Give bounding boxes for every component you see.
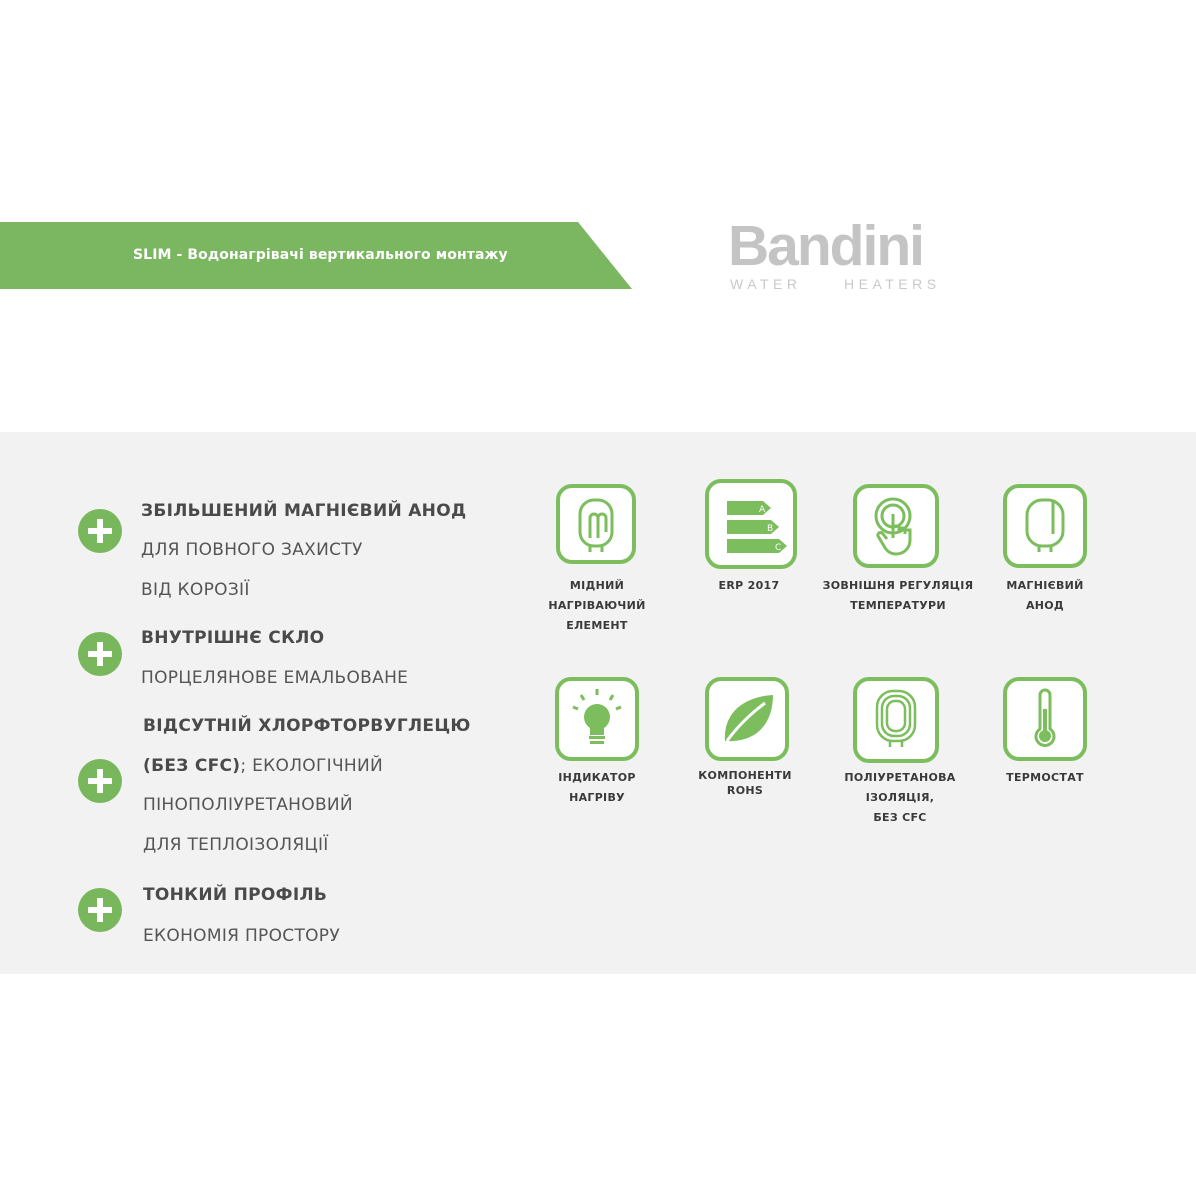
feature-1-line: ВІД КОРОЗІЇ xyxy=(141,580,250,600)
icon-caption: ЗОВНІШНЯ РЕГУЛЯЦІЯ ТЕМПЕРАТУРИ xyxy=(822,579,974,612)
anode-icon xyxy=(1003,484,1087,568)
feature-3-cfc: (БЕЗ CFC) xyxy=(143,756,241,776)
icon-caption: ERP 2017 xyxy=(718,579,780,592)
plus-icon xyxy=(78,509,122,553)
feature-4-line: ЕКОНОМІЯ ПРОСТОРУ xyxy=(143,926,341,946)
feature-2-title: ВНУТРІШНЄ СКЛО xyxy=(141,628,325,648)
bandini-logo: Bandini WATER HEATERS xyxy=(728,215,948,295)
banner-title: SLIM - Водонагрівачі вертикального монта… xyxy=(133,247,508,263)
leaf-icon xyxy=(705,677,789,761)
feature-3-line: ДЛЯ ТЕПЛОІЗОЛЯЦІЇ xyxy=(143,835,329,855)
feature-3-line: (БЕЗ CFC); ЕКОЛОГІЧНИЙ xyxy=(143,755,383,777)
logo-word-heaters: HEATERS xyxy=(844,276,941,292)
icon-caption: ТЕРМОСТАТ xyxy=(1006,771,1084,784)
header-banner: SLIM - Водонагрівачі вертикального монта… xyxy=(0,222,632,289)
thermometer-icon xyxy=(1003,677,1087,761)
energy-class-icon: A B C xyxy=(705,479,797,569)
copper-element-icon xyxy=(556,484,636,564)
class-b-label: B xyxy=(767,524,773,534)
feature-4-title: ТОНКИЙ ПРОФІЛЬ xyxy=(143,885,328,905)
logo-name: Bandini xyxy=(728,214,925,278)
icon-caption: МАГНІЄВИЙ АНОД xyxy=(1006,579,1084,612)
feature-2-line: ПОРЦЕЛЯНОВЕ ЕМАЛЬОВАНЕ xyxy=(141,668,409,688)
class-c-label: C xyxy=(775,543,781,553)
class-a-label: A xyxy=(759,505,766,515)
logo-word-water: WATER xyxy=(730,276,802,292)
feature-3-title: ВІДСУТНІЙ ХЛОРФТОРВУГЛЕЦЮ xyxy=(143,716,471,736)
feature-3-line: ПІНОПОЛІУРЕТАНОВИЙ xyxy=(143,795,353,815)
icon-caption: ПОЛІУРЕТАНОВА ІЗОЛЯЦІЯ, БЕЗ CFC xyxy=(844,771,956,824)
plus-icon xyxy=(78,888,122,932)
feature-1-line: ДЛЯ ПОВНОГО ЗАХИСТУ xyxy=(141,540,363,560)
feature-1-title: ЗБІЛЬШЕНИЙ МАГНІЄВИЙ АНОД xyxy=(141,501,467,521)
touch-control-icon xyxy=(853,484,939,568)
icon-caption: КОМПОНЕНТИ ROHS xyxy=(698,769,792,797)
insulation-icon xyxy=(853,677,939,763)
lightbulb-icon xyxy=(555,677,639,761)
icon-caption: МІДНИЙ НАГРІВАЮЧИЙ ЕЛЕМЕНТ xyxy=(548,579,646,632)
plus-icon xyxy=(78,632,122,676)
feature-3-eco: ; ЕКОЛОГІЧНИЙ xyxy=(240,756,384,776)
plus-icon xyxy=(78,759,122,803)
icon-caption: ІНДИКАТОР НАГРІВУ xyxy=(558,771,636,804)
